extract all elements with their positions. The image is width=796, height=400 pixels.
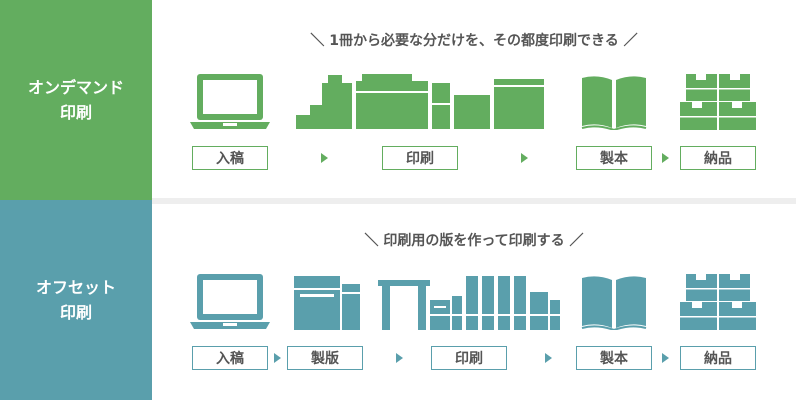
on-demand-caption: ＼ 1冊から必要な分だけを、その都度印刷できる ／	[310, 33, 638, 49]
step-seihan: 製版	[287, 346, 363, 370]
on-demand-title: オンデマンド 印刷	[28, 75, 124, 125]
offset-title-line2: 印刷	[59, 303, 92, 322]
arrow-right-icon	[662, 353, 669, 363]
boxes-icon	[680, 274, 756, 330]
step-insatsu: 印刷	[382, 146, 458, 170]
on-demand-row: オンデマンド 印刷 ＼ 1冊から必要な分だけを、その都度印刷できる ／	[0, 0, 756, 200]
offset-row: オフセット 印刷 ＼ 印刷用の版を作って印刷する ／	[0, 200, 796, 400]
laptop-icon	[190, 274, 270, 329]
offset-caption: ＼ 印刷用の版を作って印刷する ／	[364, 233, 584, 249]
arrow-right-icon	[321, 153, 328, 163]
step-insatsu: 印刷	[431, 346, 507, 370]
offset-title-line1: オフセット	[35, 278, 116, 297]
on-demand-title-line1: オンデマンド	[27, 78, 124, 97]
offset-side-panel: オフセット 印刷	[0, 200, 152, 400]
step-nohin: 納品	[680, 346, 756, 370]
offset-title: オフセット 印刷	[36, 275, 116, 325]
printing-press-icon	[296, 74, 544, 129]
arrow-right-icon	[521, 153, 528, 163]
book-icon	[581, 76, 647, 130]
plate-maker-icon	[294, 276, 360, 330]
arrow-right-icon	[396, 353, 403, 363]
arrow-right-icon	[662, 153, 669, 163]
book-icon	[581, 276, 647, 330]
step-seihon: 製本	[576, 346, 652, 370]
boxes-icon	[680, 74, 756, 130]
arrow-right-icon	[545, 353, 552, 363]
on-demand-side-panel: オンデマンド 印刷	[0, 0, 152, 200]
on-demand-title-line2: 印刷	[59, 103, 92, 122]
step-nohin: 納品	[680, 146, 756, 170]
offset-press-icon	[378, 276, 560, 330]
arrow-right-icon	[274, 353, 281, 363]
row-divider	[152, 198, 796, 204]
step-nyuko: 入稿	[192, 346, 268, 370]
step-nyuko: 入稿	[192, 146, 268, 170]
step-seihon: 製本	[576, 146, 652, 170]
laptop-icon	[190, 74, 270, 129]
